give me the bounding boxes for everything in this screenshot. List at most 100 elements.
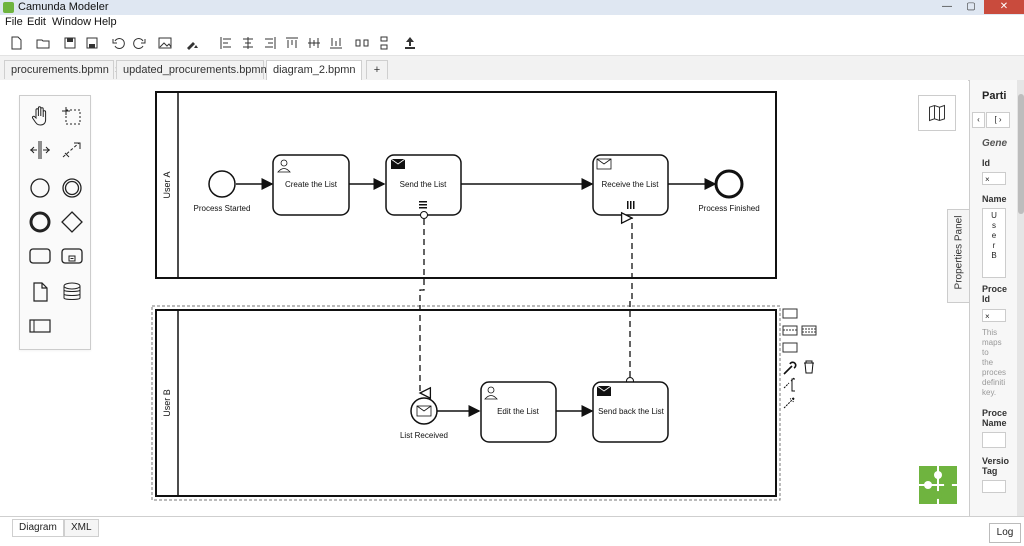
tab-label: procurements.bpmn <box>11 64 109 76</box>
process-id-label: Proce <box>982 284 1008 294</box>
task-label: Receive the List <box>602 180 660 189</box>
task-icon[interactable] <box>28 244 52 268</box>
export-image-icon[interactable] <box>157 35 173 51</box>
pool-label-user-b: User B <box>162 389 172 417</box>
version-tag-label: Versio <box>982 456 1010 466</box>
add-lane-below-icon[interactable] <box>782 342 798 353</box>
user-task-icon <box>277 159 291 173</box>
align-bottom-icon[interactable] <box>328 35 344 51</box>
pool-user-b[interactable] <box>155 309 777 497</box>
process-name-input[interactable] <box>982 432 1006 448</box>
pool-user-a[interactable] <box>155 91 777 279</box>
global-connect-tool-icon[interactable] <box>60 138 84 162</box>
distribute-horizontal-icon[interactable] <box>354 35 370 51</box>
task-create-list[interactable] <box>272 154 350 216</box>
save-as-icon[interactable] <box>84 35 100 51</box>
send-message-icon <box>390 158 406 169</box>
user-task-icon <box>484 386 498 400</box>
menu-help[interactable]: Help <box>94 16 117 28</box>
add-lane-above-icon[interactable] <box>782 308 798 319</box>
log-button[interactable]: Log <box>989 523 1021 543</box>
menu-bar: File Edit Window Help <box>0 15 1024 31</box>
message-flow-send[interactable] <box>420 219 424 393</box>
properties-scrollbar[interactable] <box>1017 80 1024 516</box>
data-object-icon[interactable] <box>28 280 52 304</box>
new-file-icon[interactable] <box>8 35 24 51</box>
subprocess-icon[interactable] <box>60 244 84 268</box>
selection-outline <box>151 305 781 501</box>
distribute-vertical-icon[interactable] <box>376 35 392 51</box>
tab-diagram-view[interactable]: Diagram <box>12 519 64 537</box>
trash-icon[interactable] <box>804 360 814 374</box>
task-send-back-list[interactable] <box>592 381 669 443</box>
redo-icon[interactable] <box>132 35 148 51</box>
minimize-button[interactable]: — <box>942 1 952 12</box>
scrollbar-thumb[interactable] <box>1018 94 1024 214</box>
name-textarea[interactable]: U s e r B <box>982 208 1006 278</box>
intermediate-event-icon[interactable] <box>60 176 84 200</box>
maximize-button[interactable]: ▢ <box>966 1 976 12</box>
send-message-icon <box>596 385 612 396</box>
align-right-icon[interactable] <box>262 35 278 51</box>
tab-xml-view[interactable]: XML <box>64 519 99 537</box>
tab-updated-procurements[interactable]: updated_procurements.bpmn <box>116 60 267 94</box>
name-char: B <box>991 251 997 260</box>
toolbar <box>0 31 1024 56</box>
close-window-button[interactable]: ✕ <box>984 0 1024 14</box>
tab-diagram-2[interactable]: diagram_2.bpmn <box>266 60 362 94</box>
name-char: U <box>991 211 997 220</box>
menu-window[interactable]: Window <box>52 16 92 28</box>
parallel-multi-instance-icon <box>627 201 635 209</box>
minimap-toggle-button[interactable] <box>918 95 956 131</box>
diagram-canvas[interactable]: User A User B Process Started Create the… <box>0 80 968 516</box>
tab-label: diagram_2.bpmn <box>273 64 356 76</box>
start-event[interactable] <box>208 170 236 198</box>
open-folder-icon[interactable] <box>35 35 51 51</box>
tab-scroll-left-icon[interactable]: ‹ <box>972 112 985 128</box>
align-top-icon[interactable] <box>284 35 300 51</box>
process-id-description: This maps to the proces definiti key. <box>982 328 1016 398</box>
task-edit-list[interactable] <box>480 381 557 443</box>
menu-file[interactable]: File <box>5 16 23 28</box>
save-icon[interactable] <box>62 35 78 51</box>
version-tag-input[interactable] <box>982 480 1006 493</box>
undo-icon[interactable] <box>110 35 126 51</box>
bpmn-diagram[interactable]: User A User B Process Started Create the… <box>0 80 968 516</box>
space-tool-icon[interactable] <box>28 138 52 162</box>
align-left-icon[interactable] <box>218 35 234 51</box>
tab-procurements[interactable]: procurements.bpmn× <box>4 60 121 79</box>
desc-line: This <box>982 328 998 337</box>
deploy-icon[interactable] <box>402 35 418 51</box>
task-label: Send the List <box>400 180 447 189</box>
message-flow-connect-icon[interactable] <box>783 397 795 409</box>
gateway-icon[interactable] <box>60 210 84 234</box>
participant-pool-icon[interactable] <box>28 314 52 338</box>
hand-tool-icon[interactable] <box>28 104 52 128</box>
align-center-icon[interactable] <box>240 35 256 51</box>
desc-line: definiti <box>982 378 1006 387</box>
properties-title: Parti <box>982 90 1007 102</box>
properties-panel-toggle[interactable]: Properties Panel <box>947 209 971 303</box>
end-event-icon[interactable] <box>28 210 52 234</box>
menu-edit[interactable]: Edit <box>27 16 46 28</box>
process-id-input[interactable]: × <box>982 309 1006 322</box>
tab-general[interactable]: [ › <box>986 112 1010 128</box>
end-event[interactable] <box>714 169 744 199</box>
start-event-icon[interactable] <box>28 176 52 200</box>
data-store-icon[interactable] <box>60 280 84 304</box>
task-label: Edit the List <box>497 407 540 416</box>
lasso-tool-icon[interactable] <box>60 104 84 128</box>
process-id-label-2: Id <box>982 294 990 304</box>
color-picker-icon[interactable] <box>184 35 200 51</box>
wrench-icon[interactable] <box>783 361 797 375</box>
message-flow-send-back[interactable] <box>630 218 632 377</box>
name-char: s <box>992 221 996 230</box>
divide-three-lanes-icon[interactable] <box>801 325 817 336</box>
align-middle-icon[interactable] <box>306 35 322 51</box>
desc-line: proces <box>982 368 1007 377</box>
new-tab-button[interactable]: + <box>366 60 388 79</box>
context-pad[interactable] <box>782 308 817 409</box>
id-label: Id <box>982 158 990 168</box>
text-annotation-icon[interactable] <box>791 378 795 392</box>
id-input[interactable]: × <box>982 172 1006 185</box>
